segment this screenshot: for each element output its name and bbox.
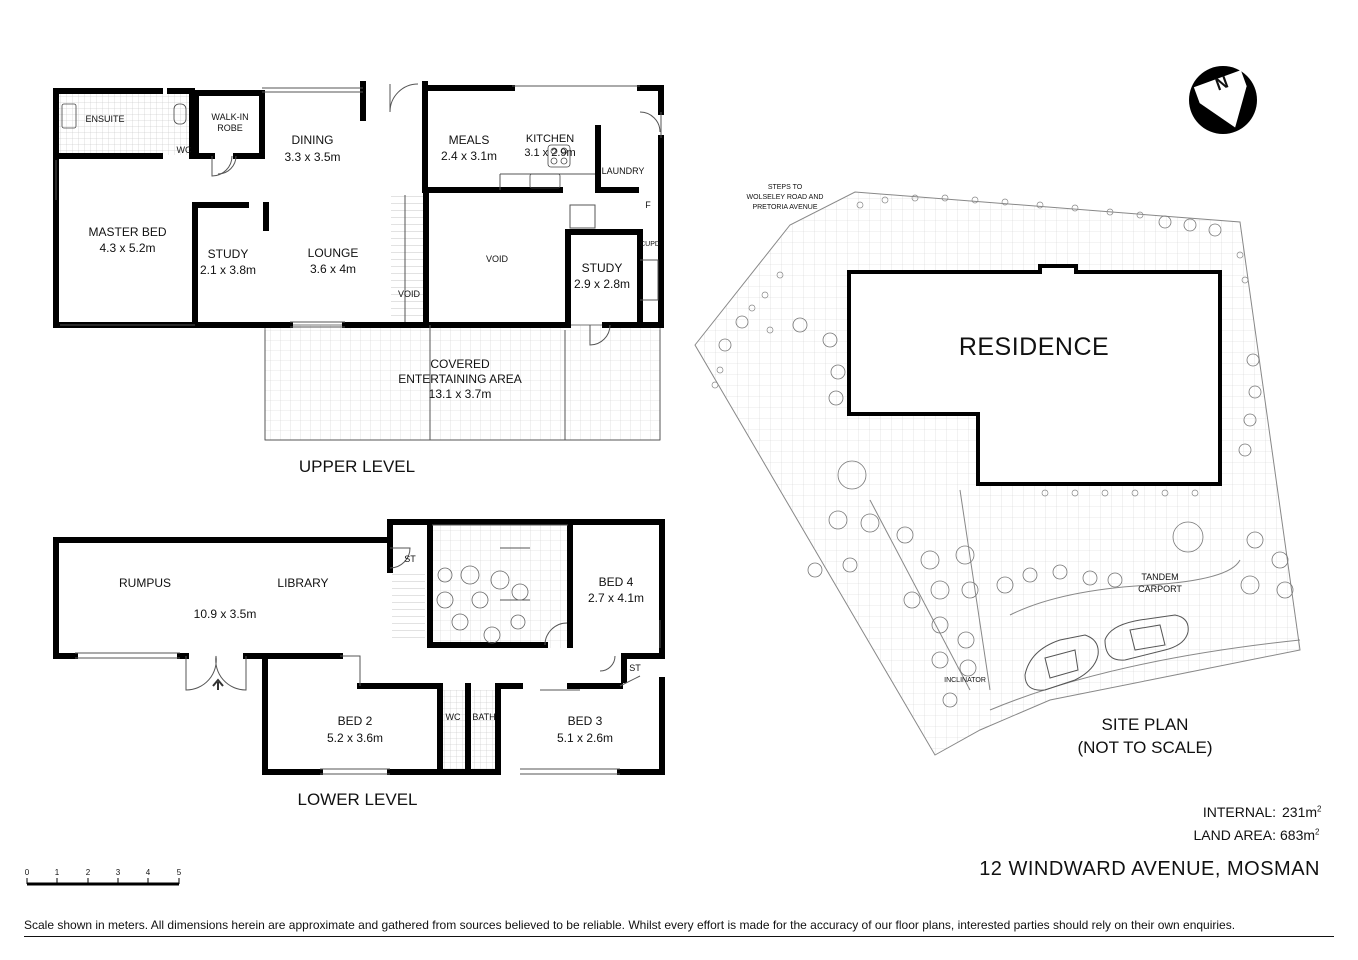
property-address: 12 WINDWARD AVENUE, MOSMAN (979, 858, 1320, 880)
site-plan-subtitle: (NOT TO SCALE) (1077, 738, 1213, 757)
scale-tick-2: 2 (85, 868, 91, 877)
bed3-size: 5.1 x 2.6m (556, 731, 614, 745)
bed2-name: BED 2 (337, 714, 373, 728)
internal-area-number: 231m (1282, 804, 1318, 820)
study2-name: STUDY (581, 261, 623, 275)
void-label: VOID (485, 254, 508, 264)
site-plan-title: SITE PLAN (1101, 715, 1189, 734)
meals-name: MEALS (448, 133, 490, 147)
steps-line3: PRETORIA AVENUE (752, 204, 818, 211)
land-area-number: 683m (1280, 827, 1316, 843)
scale-tick-4: 4 (145, 868, 151, 877)
meals-size: 2.4 x 3.1m (440, 149, 498, 163)
bed4-size: 2.7 x 4.1m (587, 591, 645, 605)
lower-courtyard (430, 523, 570, 648)
study-name: STUDY (207, 247, 249, 261)
wc-upper-label: WC (176, 145, 192, 155)
library-label: LIBRARY (277, 576, 329, 590)
master-bed-size: 4.3 x 5.2m (99, 241, 156, 255)
st2-label: ST (629, 663, 641, 673)
laundry-label: LAUNDRY (601, 166, 645, 176)
covered-line2: ENTERTAINING AREA (398, 372, 522, 386)
bath-label: BATH (472, 712, 496, 722)
tandem-line2: CARPORT (1138, 584, 1182, 594)
scale-bar (26, 878, 180, 886)
residence-label: RESIDENCE (958, 333, 1110, 361)
study-size: 2.1 x 3.8m (199, 263, 257, 277)
scale-tick-0: 0 (24, 868, 30, 877)
steps-line2: WOLSELEY ROAD AND (746, 194, 824, 201)
wc-lower-area (440, 690, 465, 770)
bath-lower-area (472, 690, 498, 770)
cupd-label: CUPD (640, 241, 660, 248)
kitchen-size: 3.1 x 2.9m (524, 147, 576, 159)
lower-level-plan (53, 519, 665, 775)
disclaimer-text: Scale shown in meters. All dimensions he… (24, 917, 1334, 937)
scale-tick-3: 3 (115, 868, 121, 877)
kitchen-name: KITCHEN (525, 133, 575, 145)
fridge-label: F (645, 200, 651, 210)
tandem-line1: TANDEM (1141, 572, 1179, 582)
bed3-name: BED 3 (567, 714, 603, 728)
upper-level-plan (53, 81, 664, 441)
dining-name: DINING (291, 133, 334, 147)
site-plan (694, 66, 1301, 756)
dining-size: 3.3 x 3.5m (284, 150, 341, 164)
rumpus-size: 10.9 x 3.5m (193, 607, 257, 621)
internal-area-label: INTERNAL: (1202, 804, 1276, 820)
covered-line1: COVERED (430, 357, 490, 371)
land-area-value: 683m2 (1280, 828, 1332, 843)
land-area-label: LAND AREA: (1193, 827, 1276, 843)
north-arrow-icon (1189, 66, 1257, 134)
scale-tick-1: 1 (54, 868, 60, 877)
lower-stairs (392, 570, 425, 638)
lounge-size: 3.6 x 4m (309, 262, 357, 276)
ensuite-label: ENSUITE (85, 114, 125, 124)
walk-in-robe-label: WALK-IN ROBE (211, 112, 249, 133)
land-area-power: 2 (1315, 827, 1320, 837)
study2-size: 2.9 x 2.8m (573, 277, 631, 291)
upper-level-title: UPPER LEVEL (298, 457, 416, 476)
steps-line1: STEPS TO (767, 184, 803, 191)
master-bed-name: MASTER BED (88, 225, 167, 239)
st-label: ST (404, 554, 416, 564)
lounge-name: LOUNGE (307, 246, 359, 260)
residence-outline (847, 264, 1222, 486)
internal-area-value: 231m2 (1282, 805, 1332, 820)
lower-level-title: LOWER LEVEL (297, 790, 418, 809)
wc-lower-label: WC (445, 712, 461, 722)
void-stair-label: VOID (397, 289, 420, 299)
bed2-size: 5.2 x 3.6m (326, 731, 384, 745)
scale-tick-5: 5 (176, 868, 182, 877)
bed4-name: BED 4 (598, 575, 634, 589)
rumpus-label: RUMPUS (118, 576, 171, 590)
upper-stairs (391, 195, 426, 320)
covered-size: 13.1 x 3.7m (428, 387, 492, 401)
internal-area-power: 2 (1317, 804, 1322, 814)
inclinator-label: INCLINATOR (944, 677, 986, 684)
